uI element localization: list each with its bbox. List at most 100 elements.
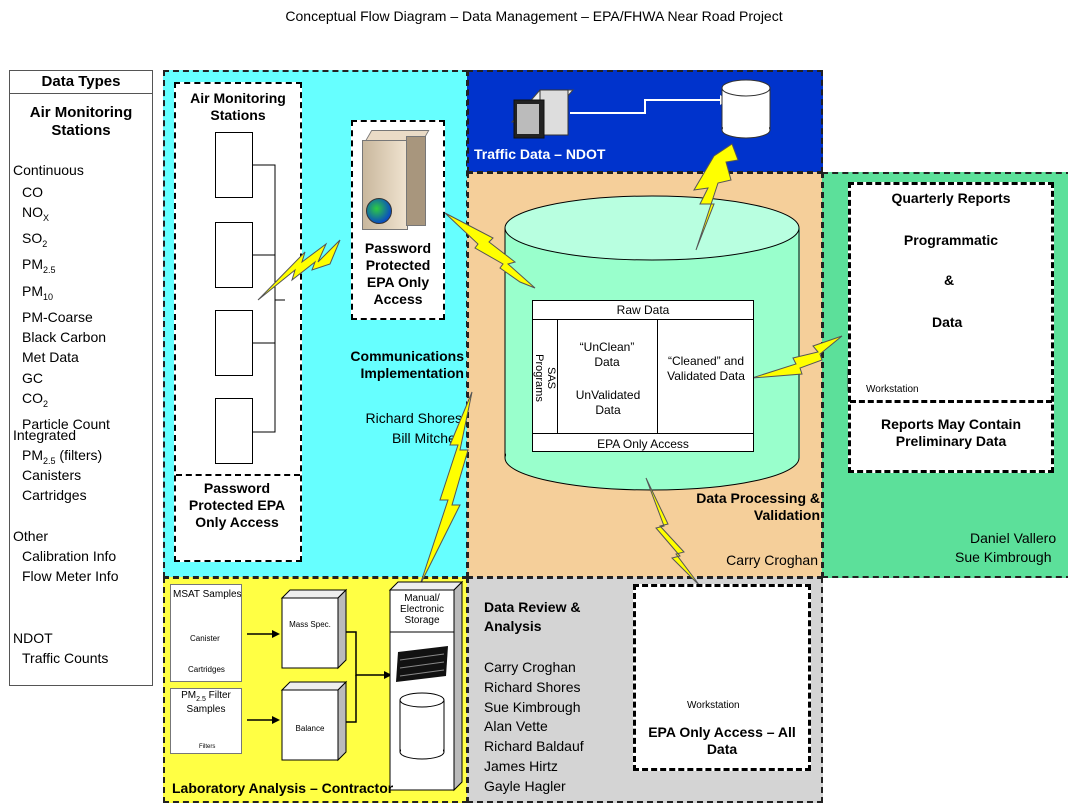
continuous-item-sub: 2	[43, 398, 49, 409]
station-2	[215, 222, 253, 288]
lab-arrowheads	[272, 630, 392, 724]
filters-label: Filters	[199, 744, 216, 750]
integrated-pm-item: PM2.5 (filters)	[22, 447, 102, 470]
msat-samples-box	[170, 584, 242, 682]
continuous-item: PM-Coarse	[22, 307, 110, 327]
review-person: Richard Baldauf	[484, 738, 584, 755]
reports-ampersand: &	[944, 272, 955, 288]
reports-workstation-label: Workstation	[866, 384, 919, 395]
continuous-item-base: PM	[22, 256, 43, 273]
reports-note: Reports May Contain Preliminary Data	[852, 416, 1050, 450]
unclean-data-label: “UnClean” Data	[567, 340, 647, 370]
review-person: Carry Croghan	[484, 659, 576, 675]
cleaned-data-label: “Cleaned” and Validated Data	[662, 354, 750, 384]
review-box	[633, 584, 811, 771]
stations-title: Air Monitoring Stations	[174, 90, 302, 124]
continuous-item-sub: X	[43, 213, 50, 224]
continuous-item: GC	[22, 368, 110, 388]
pm-filter-base: PM	[181, 690, 197, 701]
review-person: Alan Vette	[484, 718, 548, 735]
data-types-panel	[9, 70, 153, 686]
station-1	[215, 132, 253, 198]
other-item-calibration: Calibration Info	[22, 548, 117, 564]
database-panel	[532, 300, 754, 452]
mass-spec-text: Mass Spec.	[289, 620, 331, 629]
integrated-pm-sub: 2.5	[43, 455, 56, 466]
sas-programs-label: SAS Programs	[533, 345, 557, 411]
cartridges-label: Cartridges	[188, 665, 225, 674]
comm-person-mitchell: Bill Mitchell	[391, 430, 462, 446]
continuous-item-sub: 10	[43, 291, 54, 302]
review-title-text: Data Review & Analysis	[484, 599, 581, 634]
integrated-label: Integrated	[13, 427, 77, 443]
server-icon	[362, 130, 430, 230]
stations-divider	[176, 474, 300, 476]
reports-programmatic: Programmatic	[903, 232, 999, 248]
pm-filter-sub: 2.5	[196, 696, 206, 703]
unvalidated-data-text: UnValidated Data	[575, 388, 641, 417]
traffic-server-icon	[510, 89, 575, 139]
continuous-item-base: Particle Count	[22, 415, 110, 432]
continuous-item-base: NO	[22, 204, 43, 221]
reports-person-vallero: Daniel Vallero	[970, 530, 1057, 546]
server-label-text: Password Protected EPA Only Access	[364, 240, 432, 307]
sas-column	[532, 320, 558, 433]
storage-database-icon	[399, 692, 445, 760]
pm-samples-label: Samples	[186, 704, 226, 715]
comm-person-shores: Richard Shores	[365, 410, 463, 426]
balance-cube	[280, 680, 348, 762]
mass-spec-label: Mass Spec.	[284, 620, 336, 630]
other-label: Other	[13, 528, 49, 544]
continuous-item: Met Data	[22, 347, 110, 367]
traffic-database-icon	[721, 79, 771, 139]
server-label: Password Protected EPA Only Access	[351, 240, 445, 308]
continuous-item: CO2	[22, 388, 110, 414]
reports-person-kimbrough: Sue Kimbrough	[955, 549, 1052, 565]
continuous-item-base: CO	[22, 184, 43, 200]
stations-title-text: Air Monitoring Stations	[190, 90, 286, 123]
data-types-header: Data Types	[41, 73, 121, 90]
reports-title: Quarterly Reports	[891, 190, 1011, 206]
communications-label: Communications Implementation	[320, 348, 464, 382]
unvalidated-data-label: UnValidated Data	[562, 388, 654, 418]
continuous-item-base: SO	[22, 230, 43, 247]
continuous-item: Particle Count	[22, 414, 110, 434]
review-person: Gayle Hagler	[484, 777, 566, 794]
other-item-flow-meter: Flow Meter Info	[22, 568, 119, 584]
mass-spec-cube	[280, 588, 348, 670]
raw-data-label: Raw Data	[616, 303, 670, 317]
msat-samples-label: MSAT Samples	[173, 589, 242, 600]
review-workstation-label: Workstation	[687, 700, 740, 711]
pm-filter-rest: Filter	[205, 690, 231, 701]
station-3	[215, 310, 253, 376]
reports-note-text: Reports May Contain Preliminary Data	[880, 416, 1021, 449]
data-types-header-row	[9, 70, 153, 94]
processing-label-text: Data Processing & Validation	[696, 490, 820, 523]
lab-label: Laboratory Analysis – Contractor	[172, 780, 394, 796]
integrated-pm-base: PM	[22, 447, 43, 463]
reports-divider	[850, 400, 1052, 403]
review-person: James Hirtz	[484, 757, 558, 774]
integrated-item-cartridges: Cartridges	[22, 487, 87, 503]
storage-label: Manual/ Electronic Storage	[392, 593, 452, 626]
data-types-heading-text: Air Monitoring Stations	[29, 104, 133, 139]
continuous-item: CO	[22, 182, 110, 202]
server-side	[406, 136, 426, 226]
stations-footer: Password Protected EPA Only Access	[178, 480, 296, 531]
continuous-item: PM2.5	[22, 254, 110, 280]
review-access-text: EPA Only Access – All Data	[648, 724, 796, 757]
balance-label: Balance	[295, 724, 325, 733]
reports-box	[848, 182, 1054, 473]
page-title: Conceptual Flow Diagram – Data Managemen…	[285, 8, 783, 24]
continuous-label: Continuous	[13, 162, 84, 178]
continuous-item-base: CO	[22, 389, 43, 406]
stations-footer-text: Password Protected EPA Only Access	[188, 480, 286, 530]
reports-data: Data	[932, 314, 963, 330]
continuous-item-base: GC	[22, 369, 43, 386]
station-4	[215, 398, 253, 464]
continuous-item: Black Carbon	[22, 327, 110, 347]
continuous-item: NOX	[22, 202, 110, 228]
review-title: Data Review & Analysis	[484, 598, 604, 636]
